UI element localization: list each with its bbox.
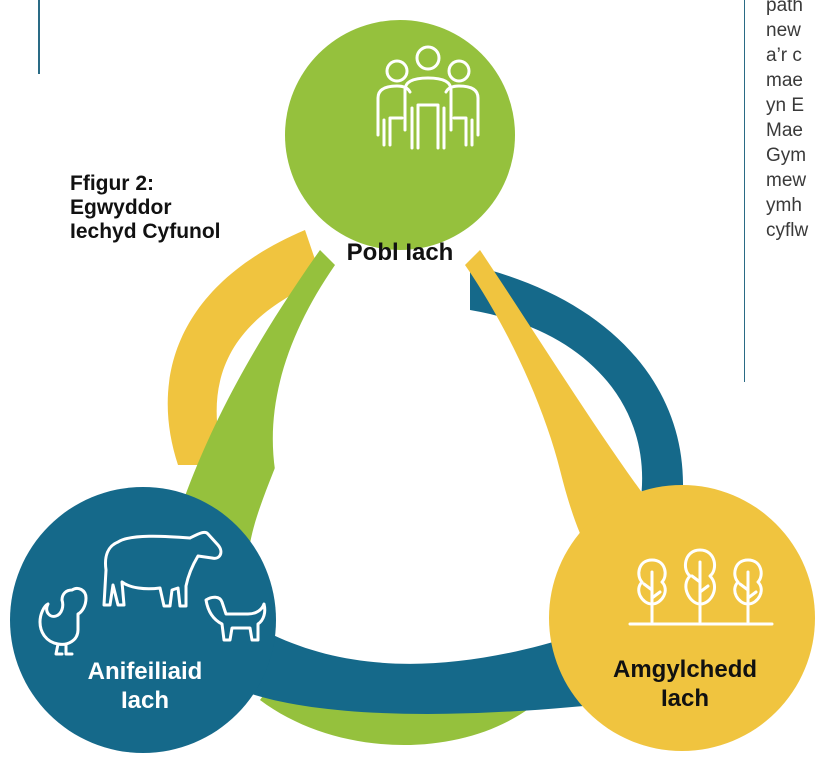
animals-icon	[38, 530, 267, 656]
node-environment	[549, 485, 815, 751]
ring-arc-yellow-left	[167, 230, 322, 465]
side-text-line: path	[766, 0, 803, 16]
environment-label-line: Iach	[660, 685, 710, 712]
side-text-line: cyflw	[766, 220, 809, 241]
node-people	[285, 20, 515, 250]
side-text-line: mae	[766, 70, 803, 91]
side-text-line: mew	[766, 170, 807, 191]
figure-caption: Ffigur 2: Egwyddor Iechyd Cyfunol	[70, 172, 221, 244]
caption-line: Ffigur 2:	[70, 172, 154, 195]
trees-icon	[628, 548, 774, 626]
people-icon	[376, 45, 480, 150]
caption-line: Egwyddor	[70, 196, 172, 219]
animals-label-line: Anifeiliaid	[87, 658, 203, 685]
animals-label-line: Iach	[120, 687, 170, 714]
side-text-line: Gym	[766, 145, 807, 166]
people-label: Pobl Iach	[346, 239, 454, 266]
side-text-line: yn E	[766, 95, 805, 116]
side-text-line: a’r c	[766, 45, 802, 66]
left-margin-rule	[38, 0, 40, 74]
animals-label: Anifeiliaid Iach	[40, 657, 250, 715]
environment-label-line: Amgylchedd	[612, 656, 758, 683]
band-blue	[230, 610, 640, 714]
side-text-line: new	[766, 20, 801, 41]
side-text-line: ymh	[766, 195, 802, 216]
environment-label: Amgylchedd Iach	[580, 655, 790, 713]
center-hole	[248, 295, 573, 622]
side-text-line: Mae	[766, 120, 803, 141]
right-column-rule	[744, 0, 745, 382]
node-animals	[10, 487, 276, 753]
caption-line: Iechyd Cyfunol	[70, 220, 221, 243]
side-column-text: path new a’r c mae yn E Mae Gym mew ymh …	[766, 0, 833, 243]
